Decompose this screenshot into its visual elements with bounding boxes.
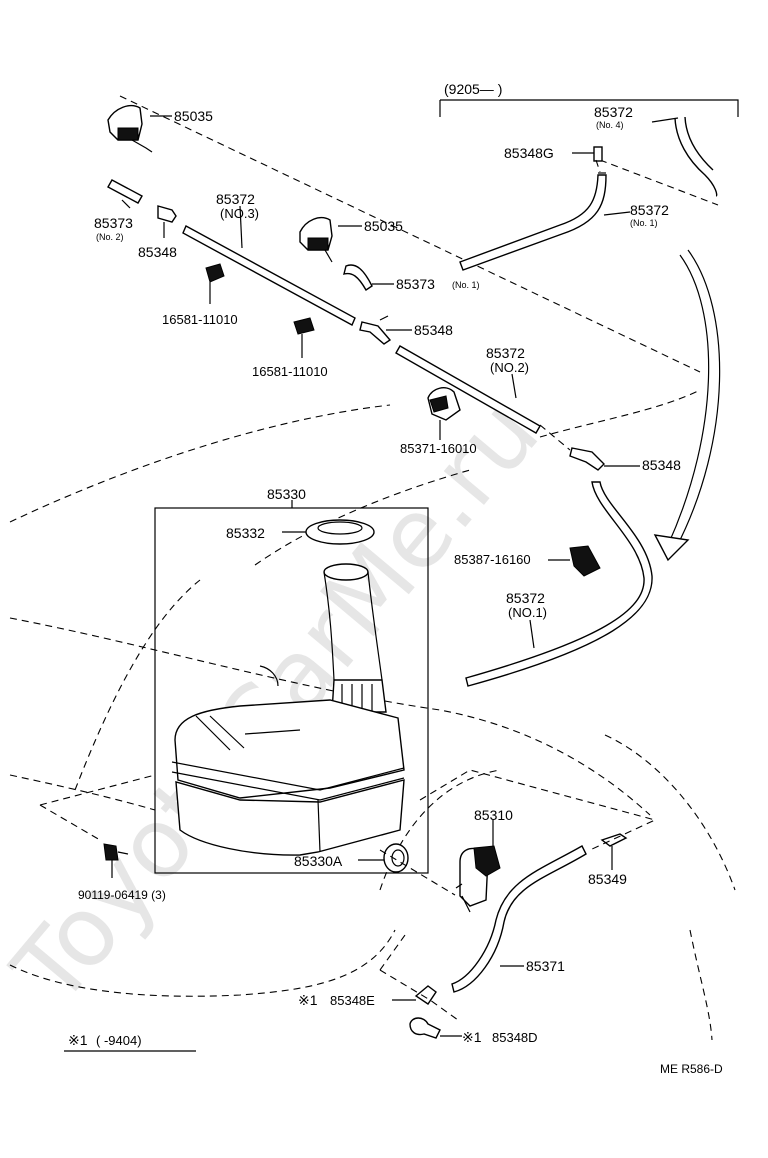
flow-arrow <box>653 249 721 562</box>
label-85349: 85349 <box>588 871 627 887</box>
bolt-90119 <box>103 843 129 878</box>
range-note-mark: ※1 <box>68 1032 88 1048</box>
watermark: ToyotaCarMe.ru <box>0 377 560 1025</box>
label-85348e: 85348E <box>330 993 375 1008</box>
clip-16581-b <box>293 317 315 358</box>
clip-85387-16160 <box>548 545 601 577</box>
label-85348g: 85348G <box>504 145 554 161</box>
label-85330a: 85330A <box>294 853 343 869</box>
hose-85373-no1 <box>343 264 373 291</box>
part-labels: 85035 85373 (No. 2) 85348 85372 (NO.3) 8… <box>78 104 681 1045</box>
label-85332: 85332 <box>226 525 265 541</box>
footer-code: ME R586-D <box>660 1062 723 1076</box>
label-90119: 90119-06419 (3) <box>78 888 166 902</box>
nozzle-85035-mid <box>299 216 362 263</box>
label-85371-16010: 85371-16010 <box>400 441 477 456</box>
body-outline <box>9 95 736 1041</box>
range-note-text: ( -9404) <box>96 1033 142 1048</box>
label-16581-a: 16581-11010 <box>162 312 238 327</box>
nozzle-85035-top <box>107 104 172 153</box>
label-85372-no4: 85372 <box>594 104 633 120</box>
label-85035-mid: 85035 <box>364 218 403 234</box>
label-85372-no1-right-sub: (No. 1) <box>630 218 658 228</box>
label-85310: 85310 <box>474 807 513 823</box>
label-85372-no3-sub: (NO.3) <box>220 206 259 221</box>
label-85387-16160: 85387-16160 <box>454 552 531 567</box>
hose-85372-no3 <box>182 225 356 326</box>
elbow-85348e <box>392 985 437 1005</box>
label-85348d: 85348D <box>492 1030 538 1045</box>
label-85372-no4-sub: (No. 4) <box>596 120 624 130</box>
label-85373-left: 85373 <box>94 215 133 231</box>
hose-85372-no1-right <box>459 174 607 271</box>
leader-lines <box>39 159 657 1021</box>
connector-85349 <box>600 833 628 870</box>
label-85373-left-sub: (No. 2) <box>96 232 124 242</box>
label-85372-no1-lower: 85372 <box>506 590 545 606</box>
clip-16581-a <box>205 263 225 304</box>
hose-85372-no4 <box>674 116 718 197</box>
label-85372-no1-right: 85372 <box>630 202 669 218</box>
bracket-range: (9205— ) <box>444 81 502 97</box>
label-85035-top: 85035 <box>174 108 213 124</box>
hose-85372-no1-lower <box>465 481 653 687</box>
connector-85348g <box>593 146 603 162</box>
label-85371: 85371 <box>526 958 565 974</box>
label-85348e-mark: ※1 <box>298 992 318 1008</box>
range-note: ※1 ( -9404) <box>64 1032 196 1052</box>
label-16581-b: 16581-11010 <box>252 364 328 379</box>
clamp-85371-16010 <box>427 387 461 440</box>
grommet-85330a <box>358 843 409 873</box>
hose-85372-no2 <box>395 345 541 434</box>
cap-85332 <box>282 519 375 545</box>
connector-85348-mid <box>359 315 412 345</box>
label-85372-no2-sub: (NO.2) <box>490 360 529 375</box>
connector-85348-left <box>157 205 177 238</box>
label-85373-no1-sub: (No. 1) <box>452 280 480 290</box>
label-85373-no1: 85373 <box>396 276 435 292</box>
label-85330: 85330 <box>267 486 306 502</box>
label-85348-left: 85348 <box>138 244 177 260</box>
label-85372-no2: 85372 <box>486 345 525 361</box>
connector-85348-right <box>569 447 640 471</box>
washer-tank <box>171 665 405 856</box>
hose-85373-no2 <box>107 179 143 209</box>
label-85372-no1-lower-sub: (NO.1) <box>508 605 547 620</box>
label-85348-mid: 85348 <box>414 322 453 338</box>
elbow-85348d <box>409 1017 462 1039</box>
bracket-group: (9205— ) <box>439 81 739 271</box>
hose-85371 <box>451 845 587 993</box>
label-85348-right: 85348 <box>642 457 681 473</box>
pump-85310 <box>455 820 501 913</box>
label-85372-no3: 85372 <box>216 191 255 207</box>
label-85348d-mark: ※1 <box>462 1029 482 1045</box>
